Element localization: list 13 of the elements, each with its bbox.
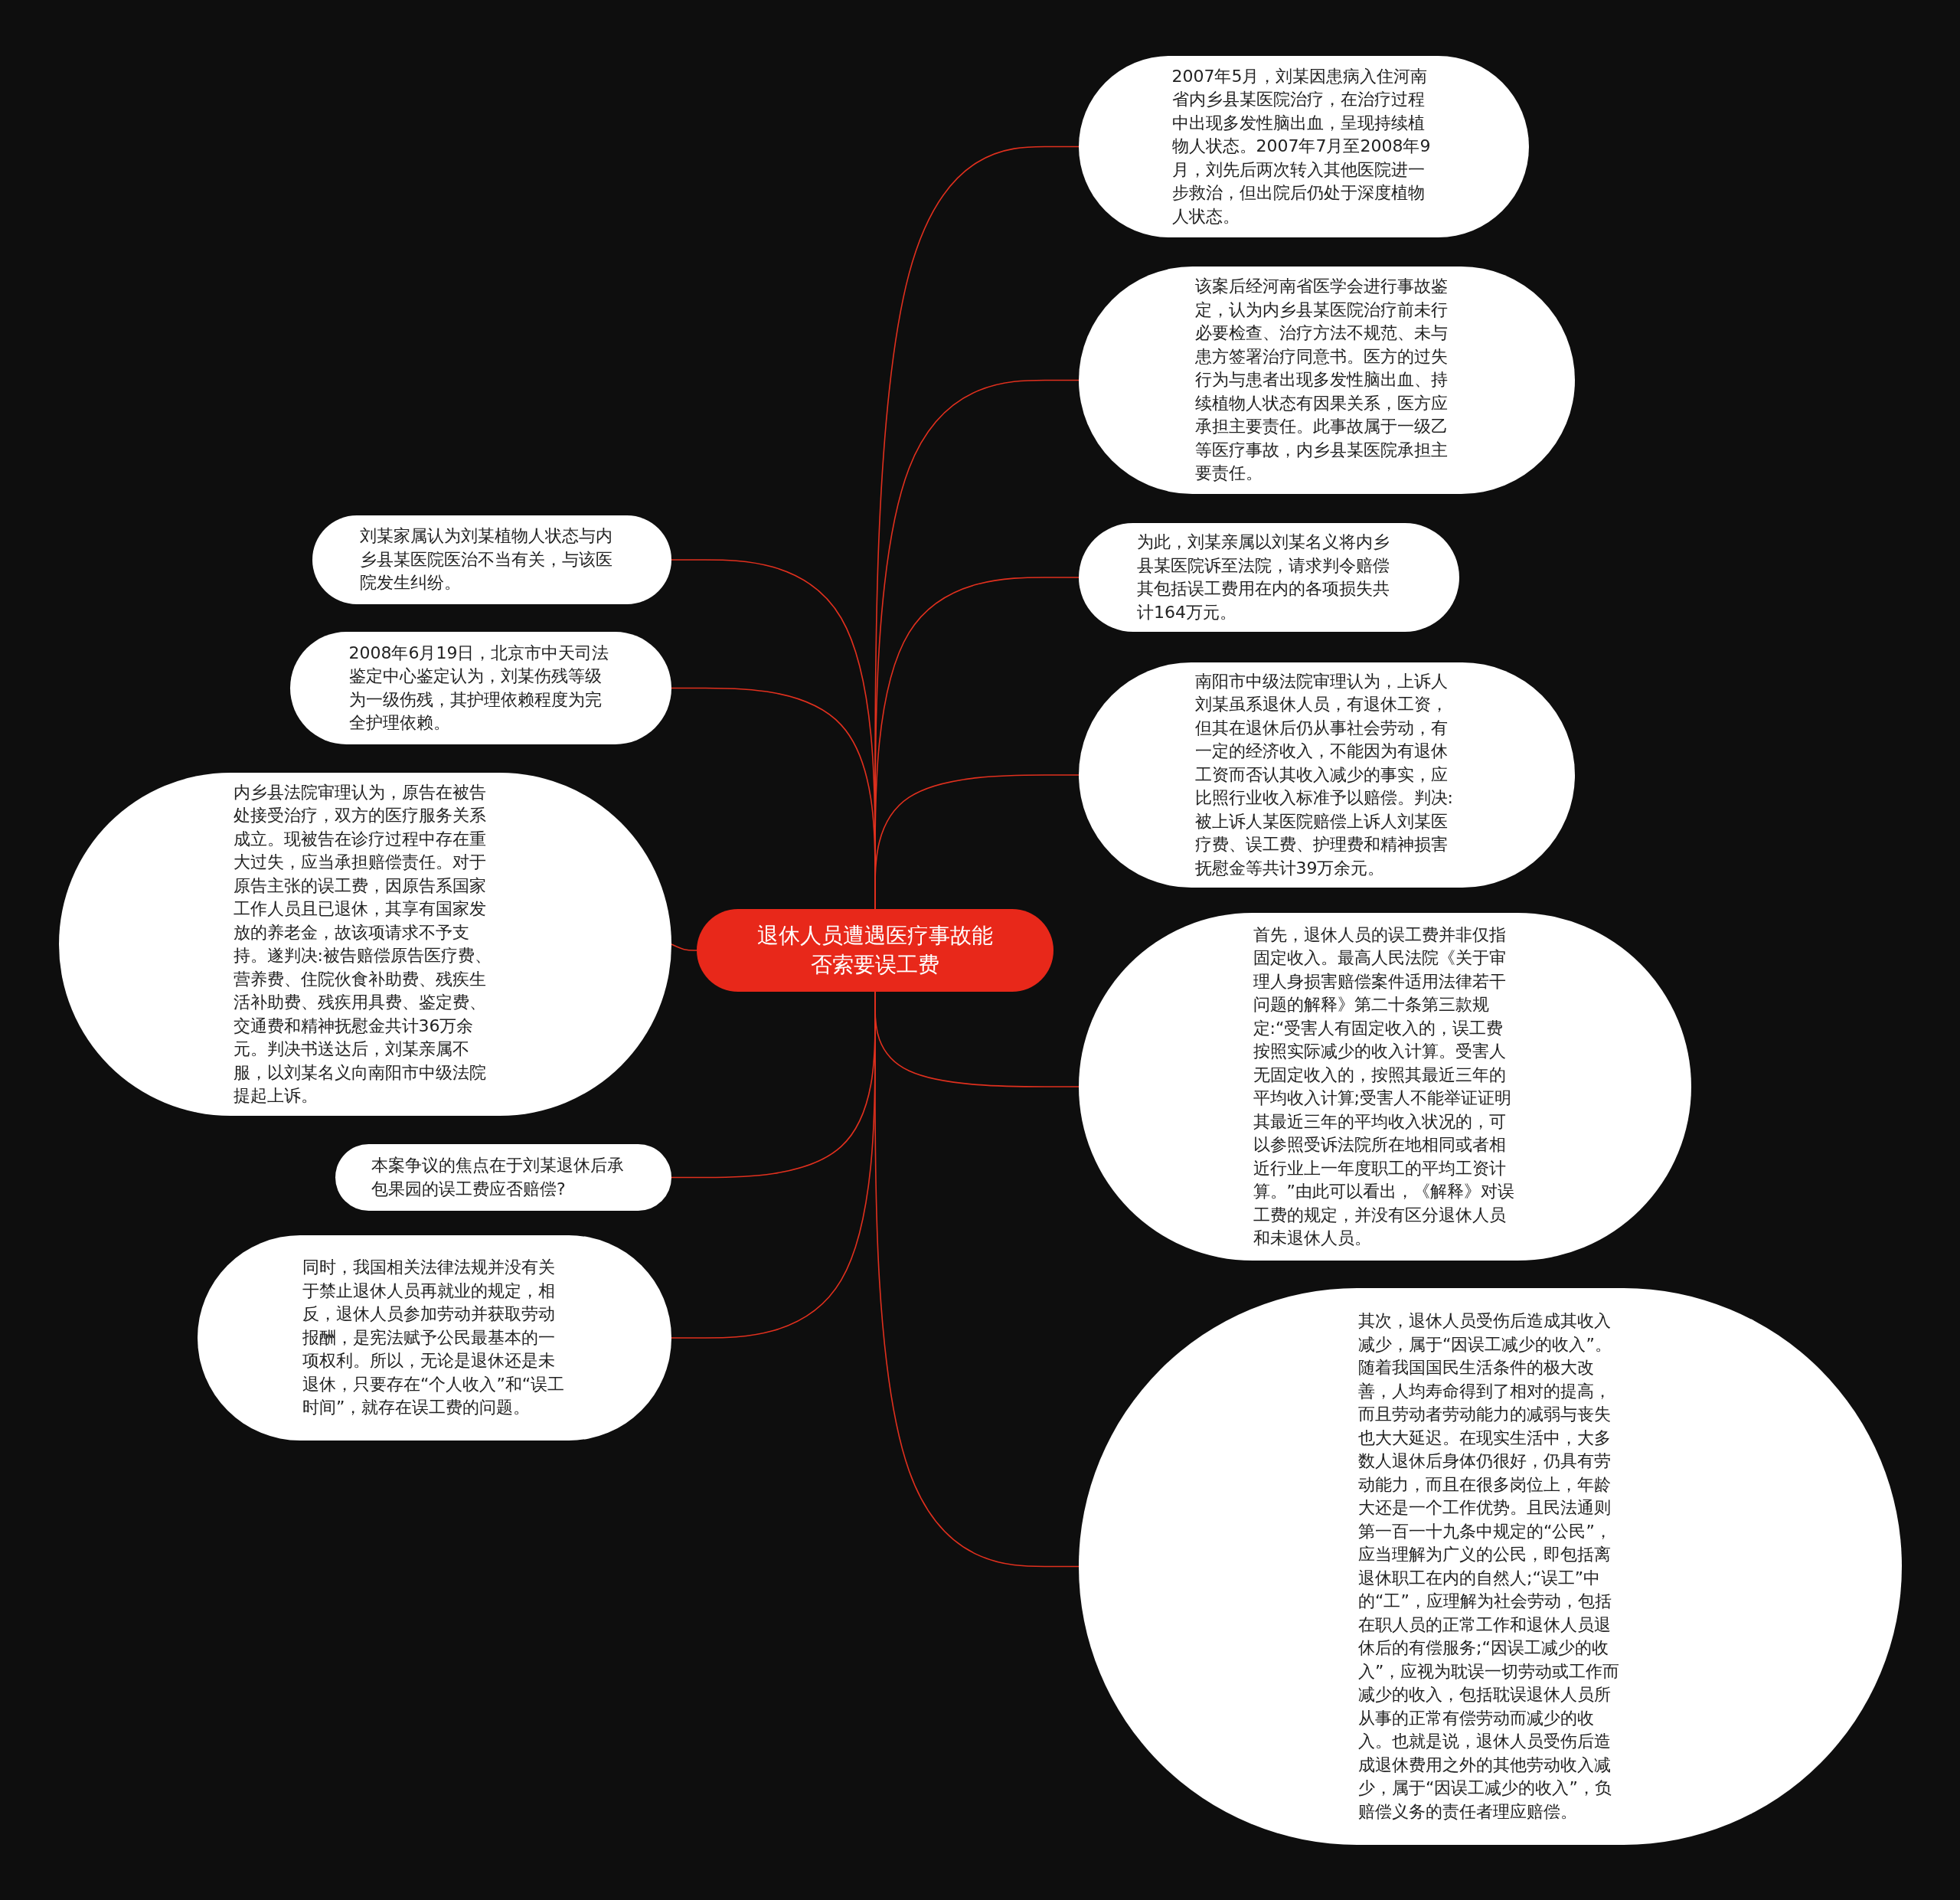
topic-text: 2007年5月，刘某因患病入住河南省内乡县某医院治疗，在治疗过程中出现多发性脑出血，呈现持续植物人状态。2007年7月至2008年9月，刘先后两次转入其他医院进一步救治，但出院后仍处于深度植物人状态。 [1171,65,1432,227]
topic-text: 刘某家属认为刘某植物人状态与内乡县某医院医治不当有关，与该医院发生纠纷。 [360,525,613,594]
topic-text: 为此，刘某亲属以刘某名义将内乡县某医院诉至法院，请求判令赔偿其包括误工费用在内的各项损失共计164万元。 [1137,531,1390,623]
central-topic-text: 退休人员遭遇医疗事故能否索要误工费 [756,922,994,979]
topic-text: 南阳市中级法院审理认为，上诉人刘某虽系退休人员，有退休工资，但其在退休后仍从事社会劳动，有一定的经济收入，不能因为有退休工资而否认其收入减少的事实，应比照行业收入标准予以赔偿。判决:被上诉人某医院赔偿上诉人刘某医疗费、误工费、护理费和精神损害抚慰金等共计39万余元。 [1194,670,1454,879]
topic-text: 同时，我国相关法律法规并没有关于禁止退休人员再就业的规定，相反，退休人员参加劳动并获取劳动报酬，是宪法赋予公民最基本的一项权利。所以，无论是退休还是未退休，只要存在“个人收入”和“误工时间”，就存在误工费的问题。 [302,1257,566,1419]
topic-text: 首先，退休人员的误工费并非仅指固定收入。最高人民法院《关于审理人身损害赔偿案件适用法律若干问题的解释》第二十条第三款规定:“受害人有固定收入的，误工费按照实际减少的收入计算。受害人无固定收入的，按照其最近三年的平均收入计算;受害人不能举证证明其最近三年的平均收入状况的，可以参照受诉法院所在地相同或者相近行业上一年度职工的平均工资计算。”由此可以看出，《解释》对误工费的规定，并没有区分退休人员和未退休人员。 [1253,924,1515,1249]
topic-text: 内乡县法院审理认为，原告在被告处接受治疗，双方的医疗服务关系成立。现被告在诊疗过程中存在重大过失，应当承担赔偿责任。对于原告主张的误工费，因原告系国家工作人员且已退休，其享有国家发放的养老金，故该项请求不予支持。遂判决:被告赔偿原告医疗费、营养费、住院伙食补助费、残疾生活补助费、残疾用具费、鉴定费、交通费和精神抚慰金共计36万余元。判决书送达后，刘某亲属不服，以刘某名义向南阳市中级法院提起上诉。 [233,781,492,1107]
topic-text: 本案争议的焦点在于刘某退休后承包果园的误工费应否赔偿? [371,1155,625,1200]
topic-text: 其次，退休人员受伤后造成其收入减少，属于“因误工减少的收入”。随着我国国民生活条件的极大改善，人均寿命得到了相对的提高，而且劳动者劳动能力的减弱与丧失也大大延迟。在现实生活中，大多数人退休后身体仍很好，仍具有劳动能力，而且在很多岗位上，年龄大还是一个工作优势。且民法通则第一百一十九条中规定的“公民”，应当理解为广义的公民，即包括离退休职工在内的自然人;“误工”中的“工”，应理解为社会劳动，包括在职人员的正常工作和退休人员退休后的有偿服务;“因误工减少的收入”，应视为耽误一切劳动或工作而减少的收入，包括耽误退休人员所从事的正常有偿劳动而减少的收入。也就是说，退休人员受伤后造成退休费用之外的其他劳动收入减少，属于“因误工减少的收入”，负赔偿义务的责任者理应赔偿。 [1358,1310,1621,1823]
branch-line [671,943,697,951]
topic-text: 该案后经河南省医学会进行事故鉴定，认为内乡县某医院治疗前未行必要检查、治疗方法不规范、未与患方签署治疗同意书。医方的过失行为与患者出现多发性脑出血、持续植物人状态有因果关系，医方应承担主要责任。此事故属于一级乙等医疗事故，内乡县某医院承担主要责任。 [1194,276,1449,485]
topic-text: 2008年6月19日，北京市中天司法鉴定中心鉴定认为，刘某伤残等级为一级伤残，其护理依赖程度为完全护理依赖。 [348,642,610,734]
